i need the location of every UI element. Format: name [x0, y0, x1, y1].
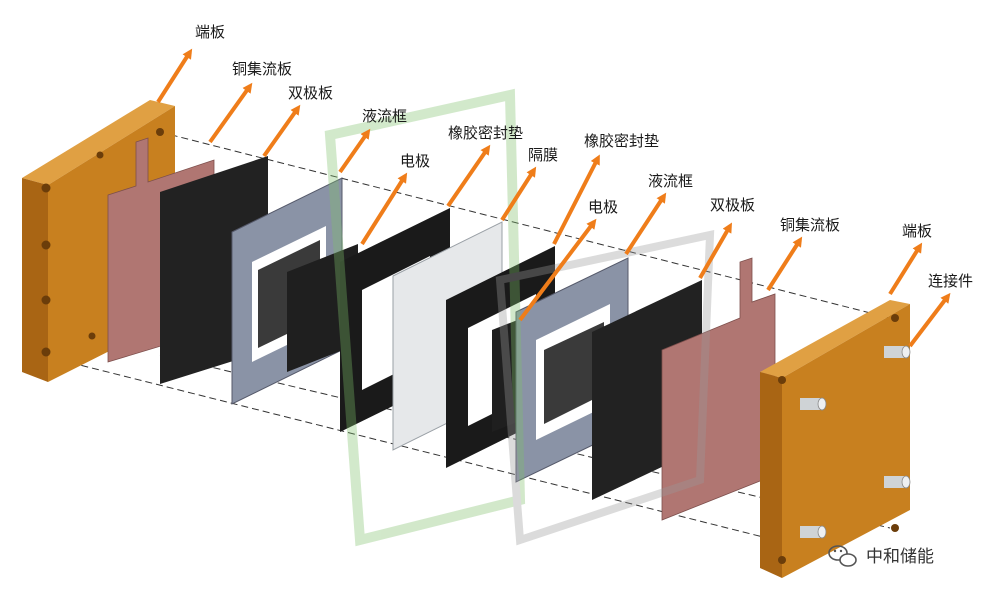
connector-bolt	[884, 345, 911, 359]
arrow-rubber-gasket-left	[446, 144, 491, 208]
arrow-end-plate-left	[156, 48, 193, 104]
connectors	[800, 345, 911, 539]
brand-name: 中和储能	[866, 547, 934, 567]
label-copper-collector-left: 铜集流板	[232, 60, 292, 78]
label-membrane: 隔膜	[528, 146, 558, 164]
watermark-logo	[324, 88, 715, 547]
arrow-bipolar-plate-left	[262, 104, 301, 158]
copper-collector-right	[661, 257, 776, 521]
arrow-rubber-gasket-right	[552, 154, 600, 245]
arrow-copper-collector-left	[208, 82, 253, 144]
label-flow-frame-right: 液流框	[648, 172, 693, 190]
brand-watermark: 中和储能	[828, 545, 934, 567]
wechat-icon	[828, 545, 857, 567]
arrow-flow-frame-left	[338, 128, 371, 174]
arrow-electrode-right	[518, 218, 597, 322]
callout-arrows	[156, 48, 951, 348]
flow-frame-right	[515, 257, 629, 483]
label-electrode-right: 电极	[588, 198, 618, 216]
arrow-membrane	[500, 166, 537, 222]
arrow-end-plate-right	[888, 242, 923, 296]
label-end-plate-right: 端板	[902, 222, 932, 240]
arrow-copper-collector-right	[766, 236, 803, 292]
arrow-bipolar-plate-right	[698, 222, 732, 279]
label-electrode-left: 电极	[400, 152, 430, 170]
connector-bolt	[800, 525, 827, 539]
label-bipolar-plate-left: 双极板	[288, 84, 333, 102]
label-end-plate-left: 端板	[195, 23, 225, 41]
connector-bolt	[884, 475, 911, 489]
label-rubber-gasket-right: 橡胶密封垫	[584, 132, 659, 150]
arrow-connector	[908, 292, 951, 348]
arrow-flow-frame-right	[624, 192, 667, 256]
label-bipolar-plate-right: 双极板	[710, 196, 755, 214]
label-connector: 连接件	[928, 272, 973, 290]
label-copper-collector-right: 铜集流板	[780, 216, 840, 234]
connector-bolt	[800, 397, 827, 411]
end-plate-right	[760, 300, 910, 578]
label-rubber-gasket-left: 橡胶密封垫	[448, 124, 523, 142]
label-flow-frame-left: 液流框	[362, 107, 407, 125]
callout-labels: 端板 铜集流板 双极板 液流框 电极 橡胶密封垫 隔膜 橡胶密封垫 电极 液流框…	[195, 23, 973, 290]
arrow-electrode-left	[360, 172, 408, 246]
